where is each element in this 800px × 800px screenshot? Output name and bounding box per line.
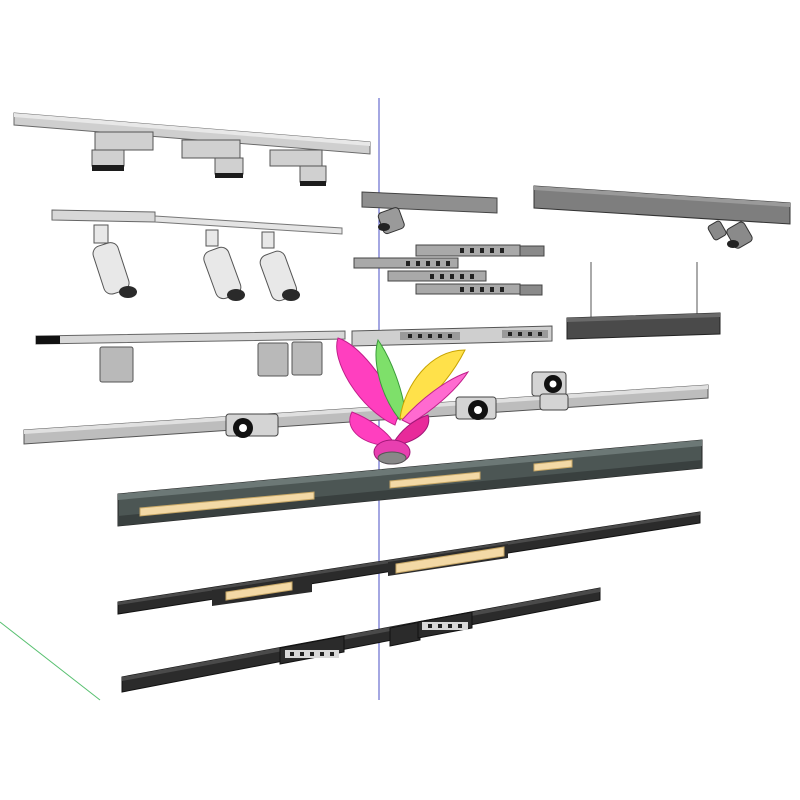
grille-track-center[interactable] xyxy=(351,325,553,347)
feather-shuttlecock xyxy=(336,337,470,465)
magnetic-grey-short[interactable] xyxy=(361,191,498,235)
rail-dark-linear-light[interactable] xyxy=(117,439,703,527)
pendant-linear-dark[interactable] xyxy=(566,262,721,340)
magnetic-grey-long[interactable] xyxy=(533,185,791,250)
track-white-spot-row[interactable] xyxy=(13,112,371,186)
rail-silver-round-spots[interactable] xyxy=(23,371,709,445)
ground-axis-line xyxy=(0,621,101,701)
rail-black-grille[interactable] xyxy=(121,587,601,693)
rail-black-linear-light[interactable] xyxy=(117,511,701,615)
track-white-cylinder-row[interactable] xyxy=(51,209,343,303)
grille-modules[interactable] xyxy=(353,244,545,296)
track-white-downlight-row[interactable] xyxy=(35,330,346,383)
